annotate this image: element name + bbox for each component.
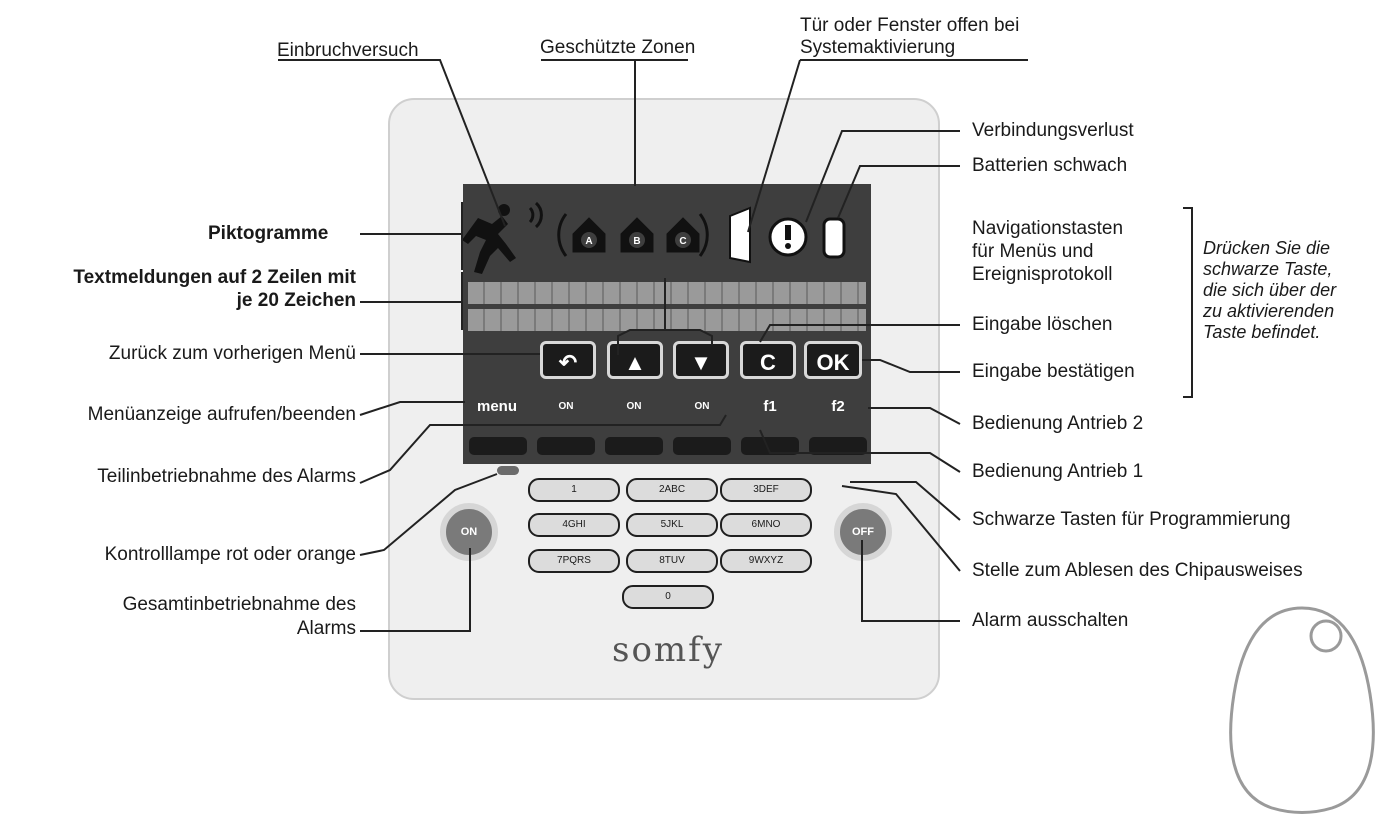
- full-arming-label-1: Gesamtinbetriebnahme des: [122, 594, 356, 615]
- indicator-lamp-label: Kontrolllampe rot oder orange: [104, 544, 356, 565]
- back-key[interactable]: ↶: [540, 341, 596, 379]
- black-key-3[interactable]: [605, 437, 663, 455]
- black-keys-label: Schwarze Tasten für Programmierung: [972, 509, 1291, 530]
- intruder-icon: [462, 216, 516, 274]
- on-zone-c-label: ON: [694, 401, 710, 412]
- digit-key-3[interactable]: 3DEF: [720, 478, 812, 502]
- black-key-5[interactable]: [741, 437, 799, 455]
- digit-key-7[interactable]: 7PQRS: [528, 549, 620, 573]
- down-key[interactable]: ▼: [673, 341, 729, 379]
- svg-text:B: B: [633, 236, 640, 247]
- digit-key-6[interactable]: 6MNO: [720, 513, 812, 537]
- digit-key-5[interactable]: 5JKL: [626, 513, 718, 537]
- hint-line-5: Taste befindet.: [1203, 322, 1321, 342]
- door-open-label-1: Tür oder Fenster offen bei: [800, 15, 1020, 36]
- svg-text:A: A: [585, 236, 592, 247]
- navigation-label-1: Navigationstasten: [972, 218, 1124, 239]
- clear-input-label: Eingabe löschen: [972, 314, 1113, 335]
- digit-key-1[interactable]: 1: [528, 478, 620, 502]
- digit-key-4[interactable]: 4GHI: [528, 513, 620, 537]
- hint-note: Drücken Sie die schwarze Taste, die sich…: [1203, 238, 1336, 343]
- digit-key-0[interactable]: 0: [622, 585, 714, 609]
- battery-low-label: Batterien schwach: [972, 155, 1128, 176]
- digit-key-8[interactable]: 8TUV: [626, 549, 718, 573]
- digit-key-2[interactable]: 2ABC: [626, 478, 718, 502]
- disarm-label: Alarm ausschalten: [972, 610, 1129, 631]
- navigation-label-3: Ereignisprotokoll: [972, 264, 1113, 285]
- black-key-2[interactable]: [537, 437, 595, 455]
- digit-key-9[interactable]: 9WXYZ: [720, 549, 812, 573]
- door-icon: [729, 206, 751, 264]
- hint-line-3: die sich über der: [1203, 280, 1337, 300]
- lcd-text-row-2: [468, 309, 866, 331]
- drive-2-label: Bedienung Antrieb 2: [972, 413, 1144, 434]
- up-key[interactable]: ▲: [607, 341, 663, 379]
- hint-line-4: zu aktivierenden: [1203, 301, 1335, 321]
- pictograms-label: Piktogramme: [208, 223, 329, 244]
- back-menu-label: Zurück zum vorherigen Menü: [108, 343, 356, 364]
- connection-loss-label: Verbindungsverlust: [972, 120, 1134, 141]
- navigation-label-2: für Menüs und: [972, 241, 1094, 262]
- f1-key-label: f1: [763, 398, 777, 415]
- indicator-lamp: [497, 466, 519, 475]
- protected-zones-label: Geschützte Zonen: [540, 37, 696, 58]
- ok-key[interactable]: OK: [804, 341, 862, 379]
- black-key-6[interactable]: [809, 437, 867, 455]
- f2-key-label: f2: [831, 398, 845, 415]
- on-zone-a-label: ON: [558, 401, 574, 412]
- drive-1-label: Bedienung Antrieb 1: [972, 461, 1144, 482]
- intrusion-label: Einbruchversuch: [277, 40, 419, 61]
- clear-key[interactable]: C: [740, 341, 796, 379]
- door-open-label-2: Systemaktivierung: [800, 37, 956, 58]
- confirm-input-label: Eingabe bestätigen: [972, 361, 1135, 382]
- lcd-text-row-1: [468, 282, 866, 304]
- partial-arming-label: Teilinbetriebnahme des Alarms: [97, 466, 356, 487]
- chip-reader-label: Stelle zum Ablesen des Chipausweises: [972, 560, 1303, 581]
- badge-tag-icon: [1229, 606, 1375, 814]
- somfy-logo: somfy: [612, 630, 724, 670]
- hint-line-1: Drücken Sie die: [1203, 238, 1331, 258]
- menu-display-label: Menüanzeige aufrufen/beenden: [87, 404, 356, 425]
- menu-key-label: menu: [476, 398, 517, 415]
- black-key-1[interactable]: [469, 437, 527, 455]
- full-arming-label-2: Alarms: [296, 618, 356, 639]
- text-lines-label-2: je 20 Zeichen: [236, 290, 356, 311]
- text-lines-label-1: Textmeldungen auf 2 Zeilen mit: [73, 267, 356, 288]
- black-key-4[interactable]: [673, 437, 731, 455]
- svg-text:C: C: [679, 236, 686, 247]
- hint-line-2: schwarze Taste,: [1203, 259, 1333, 279]
- battery-icon: [822, 217, 846, 259]
- on-zone-b-label: ON: [626, 401, 642, 412]
